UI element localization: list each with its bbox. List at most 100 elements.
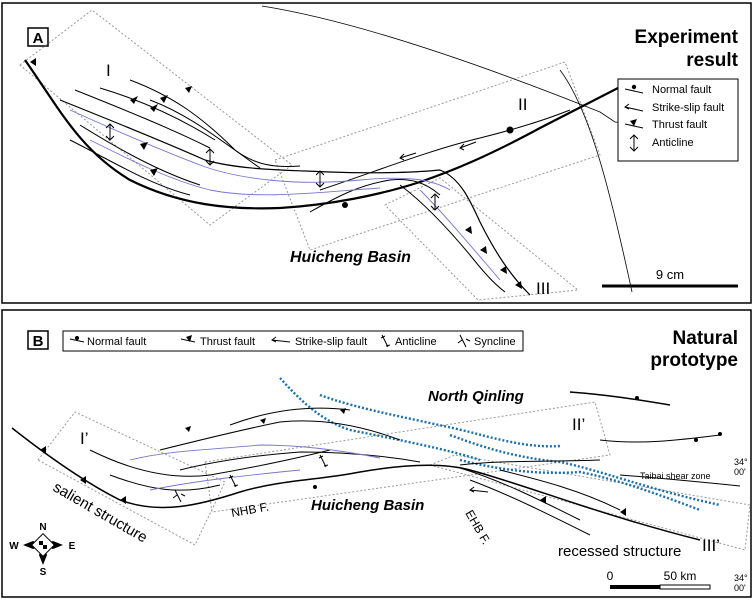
- zone-box-i-prime: [37, 411, 226, 546]
- zone-label-iii: III: [536, 279, 550, 298]
- strike-slip-symbol: [459, 141, 477, 151]
- strike-slip-symbol: [399, 152, 417, 161]
- fold-trace-b-1: [129, 444, 381, 461]
- north-qinling-label: North Qinling: [428, 388, 524, 405]
- normal-dots-b: [313, 396, 722, 489]
- compass-rose-icon: N S E W: [9, 522, 75, 578]
- fault-a-11: [319, 109, 571, 191]
- thrust-tooth: [160, 95, 168, 103]
- lat-label-1a: 34°: [734, 457, 748, 467]
- zone-box-i: [19, 9, 293, 226]
- fault-b-13: [619, 474, 741, 487]
- legend-b-anticline-symbol: [380, 334, 391, 348]
- zone-label-ii-prime: II’: [572, 415, 585, 434]
- thrust-tooth: [40, 446, 46, 454]
- fold-trace-a-3: [419, 189, 501, 281]
- thrust-tooth: [30, 58, 36, 66]
- thrust-tooth: [185, 426, 191, 432]
- qinling-fault-2: [319, 393, 561, 448]
- panel-b-frame: [1, 309, 752, 598]
- legend-anticline-symbol: [629, 134, 639, 152]
- recessed-label: recessed structure: [558, 543, 681, 560]
- fault-b-12: [459, 459, 601, 466]
- zone-box-ii: [274, 61, 601, 251]
- faults-b: [11, 391, 741, 541]
- panel-a-title-line2: result: [686, 50, 738, 71]
- fault-a-4: [99, 87, 216, 141]
- legend-b-thrust-symbol: [180, 338, 196, 343]
- scale-seg-2: [659, 584, 711, 590]
- legend-b-frame: [62, 330, 524, 352]
- fault-b-7: [459, 467, 581, 521]
- fold-trace-a-2: [89, 139, 381, 196]
- panel-b-title-line1: Natural: [673, 328, 738, 349]
- legend-thrust-tooth: [630, 119, 637, 126]
- normal-fault-dot: [506, 126, 514, 134]
- normal-dot: [313, 485, 317, 489]
- zone-label-ii: II: [518, 95, 527, 114]
- normal-dot: [635, 396, 639, 400]
- scale-label-a: 9 cm: [656, 267, 684, 282]
- anticline-symbol: [205, 148, 215, 166]
- thrust-tooth: [185, 86, 192, 93]
- fault-b-8: [469, 479, 591, 536]
- fault-a-6: [149, 99, 261, 169]
- thrust-tooth: [120, 496, 126, 504]
- fault-a-3: [74, 89, 211, 149]
- legend-b-strike-slip-symbol: [271, 336, 291, 343]
- compass-e: E: [69, 541, 76, 552]
- fault-b-2: [89, 449, 331, 477]
- syncline-symbol: [172, 489, 186, 503]
- legend-b-normal-dot: [75, 336, 79, 340]
- scale-0-label: 0: [607, 569, 614, 583]
- zone-label-iii-prime: III’: [702, 536, 720, 555]
- scale-seg-1: [610, 585, 660, 589]
- thrust-teeth-a: [30, 58, 522, 289]
- fault-a-2: [59, 99, 531, 296]
- scale-50-label: 50 km: [664, 569, 697, 583]
- legend-b-syncline-symbol: [457, 334, 471, 348]
- zone-box-ii-prime: [204, 401, 611, 513]
- thrust-tooth: [150, 104, 158, 112]
- compass-center-2: [43, 545, 47, 549]
- legend-strike-slip-symbol: [624, 103, 644, 112]
- panel-b: B Natural prototype Normal fault Thrust …: [1, 309, 752, 598]
- legend-normal-symbol: [624, 88, 644, 94]
- legend-a: Normal fault Strike-slip fault Thrust fa…: [617, 78, 739, 162]
- fault-b-11: [599, 434, 721, 443]
- thrust-tooth: [465, 226, 472, 234]
- qinling-fault-4: [459, 458, 701, 512]
- compass-n: N: [39, 522, 46, 533]
- fold-trace-a-1: [69, 109, 451, 191]
- strike-slip-symbol: [469, 486, 489, 493]
- legend-b-thrust: Thrust fault: [200, 336, 255, 348]
- fault-b-9: [499, 469, 621, 511]
- normal-dot: [694, 438, 698, 442]
- zone-label-i-prime: I’: [80, 429, 89, 448]
- qinling-fault-1: [279, 377, 481, 462]
- anticline-symbol: [430, 193, 440, 211]
- lat-label-1b: 00': [734, 467, 746, 477]
- panel-b-label-box: [27, 330, 49, 350]
- fault-b-3: [109, 474, 221, 491]
- compass-s: S: [40, 567, 47, 578]
- legend-a-anticline: Anticline: [652, 137, 694, 149]
- thrust-tooth: [500, 266, 507, 274]
- normal-fault-dot: [342, 202, 348, 208]
- fault-a-8: [69, 139, 191, 196]
- structure-glyphs-b: [172, 454, 489, 503]
- zone-label-i: I: [106, 61, 111, 80]
- fault-b-6: [229, 407, 351, 426]
- thrust-tooth: [150, 168, 158, 176]
- fault-b-4: [159, 420, 401, 451]
- thrust-tooth: [540, 496, 546, 504]
- zone-box-iii: [384, 177, 580, 301]
- panel-b-label: B: [33, 333, 44, 350]
- thrust-tooth: [130, 96, 138, 104]
- thrust-teeth-b: [40, 408, 626, 516]
- thrust-tooth: [620, 508, 626, 516]
- zone-box-iii-prime: [428, 454, 751, 551]
- compass-w: W: [9, 541, 19, 552]
- panel-a-label: A: [33, 30, 44, 47]
